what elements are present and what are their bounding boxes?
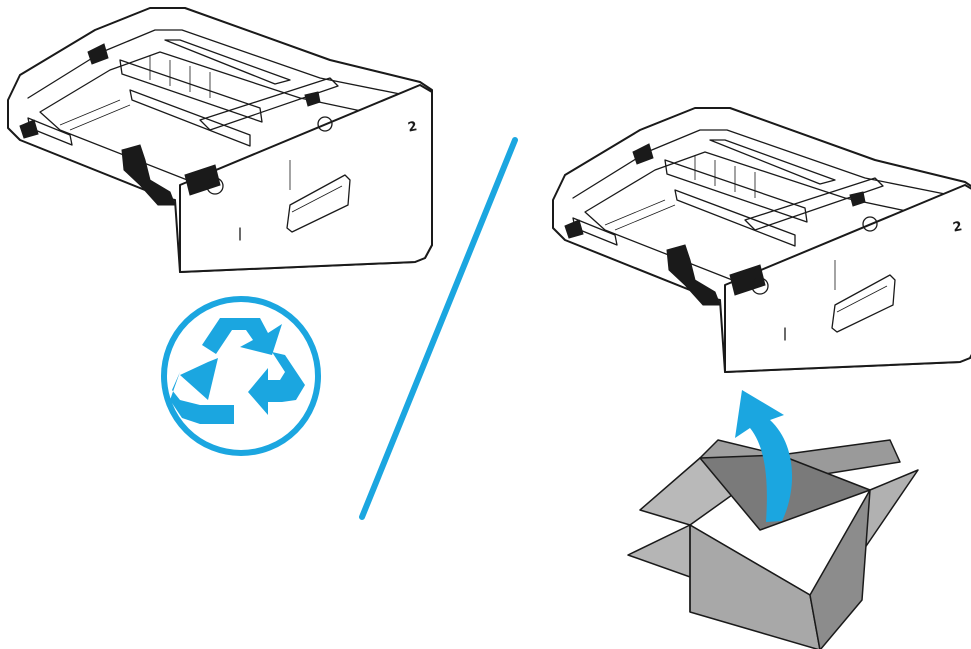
left-paper-tray: 2 [7,7,433,273]
left-tray-number: 2 [407,119,419,136]
right-paper-tray: 2 [552,107,971,373]
right-tray-number: 2 [952,219,964,236]
curved-up-arrow-icon [735,390,793,522]
divider-line [359,137,518,520]
recycle-icon [161,296,321,456]
open-box-icon [627,439,919,649]
